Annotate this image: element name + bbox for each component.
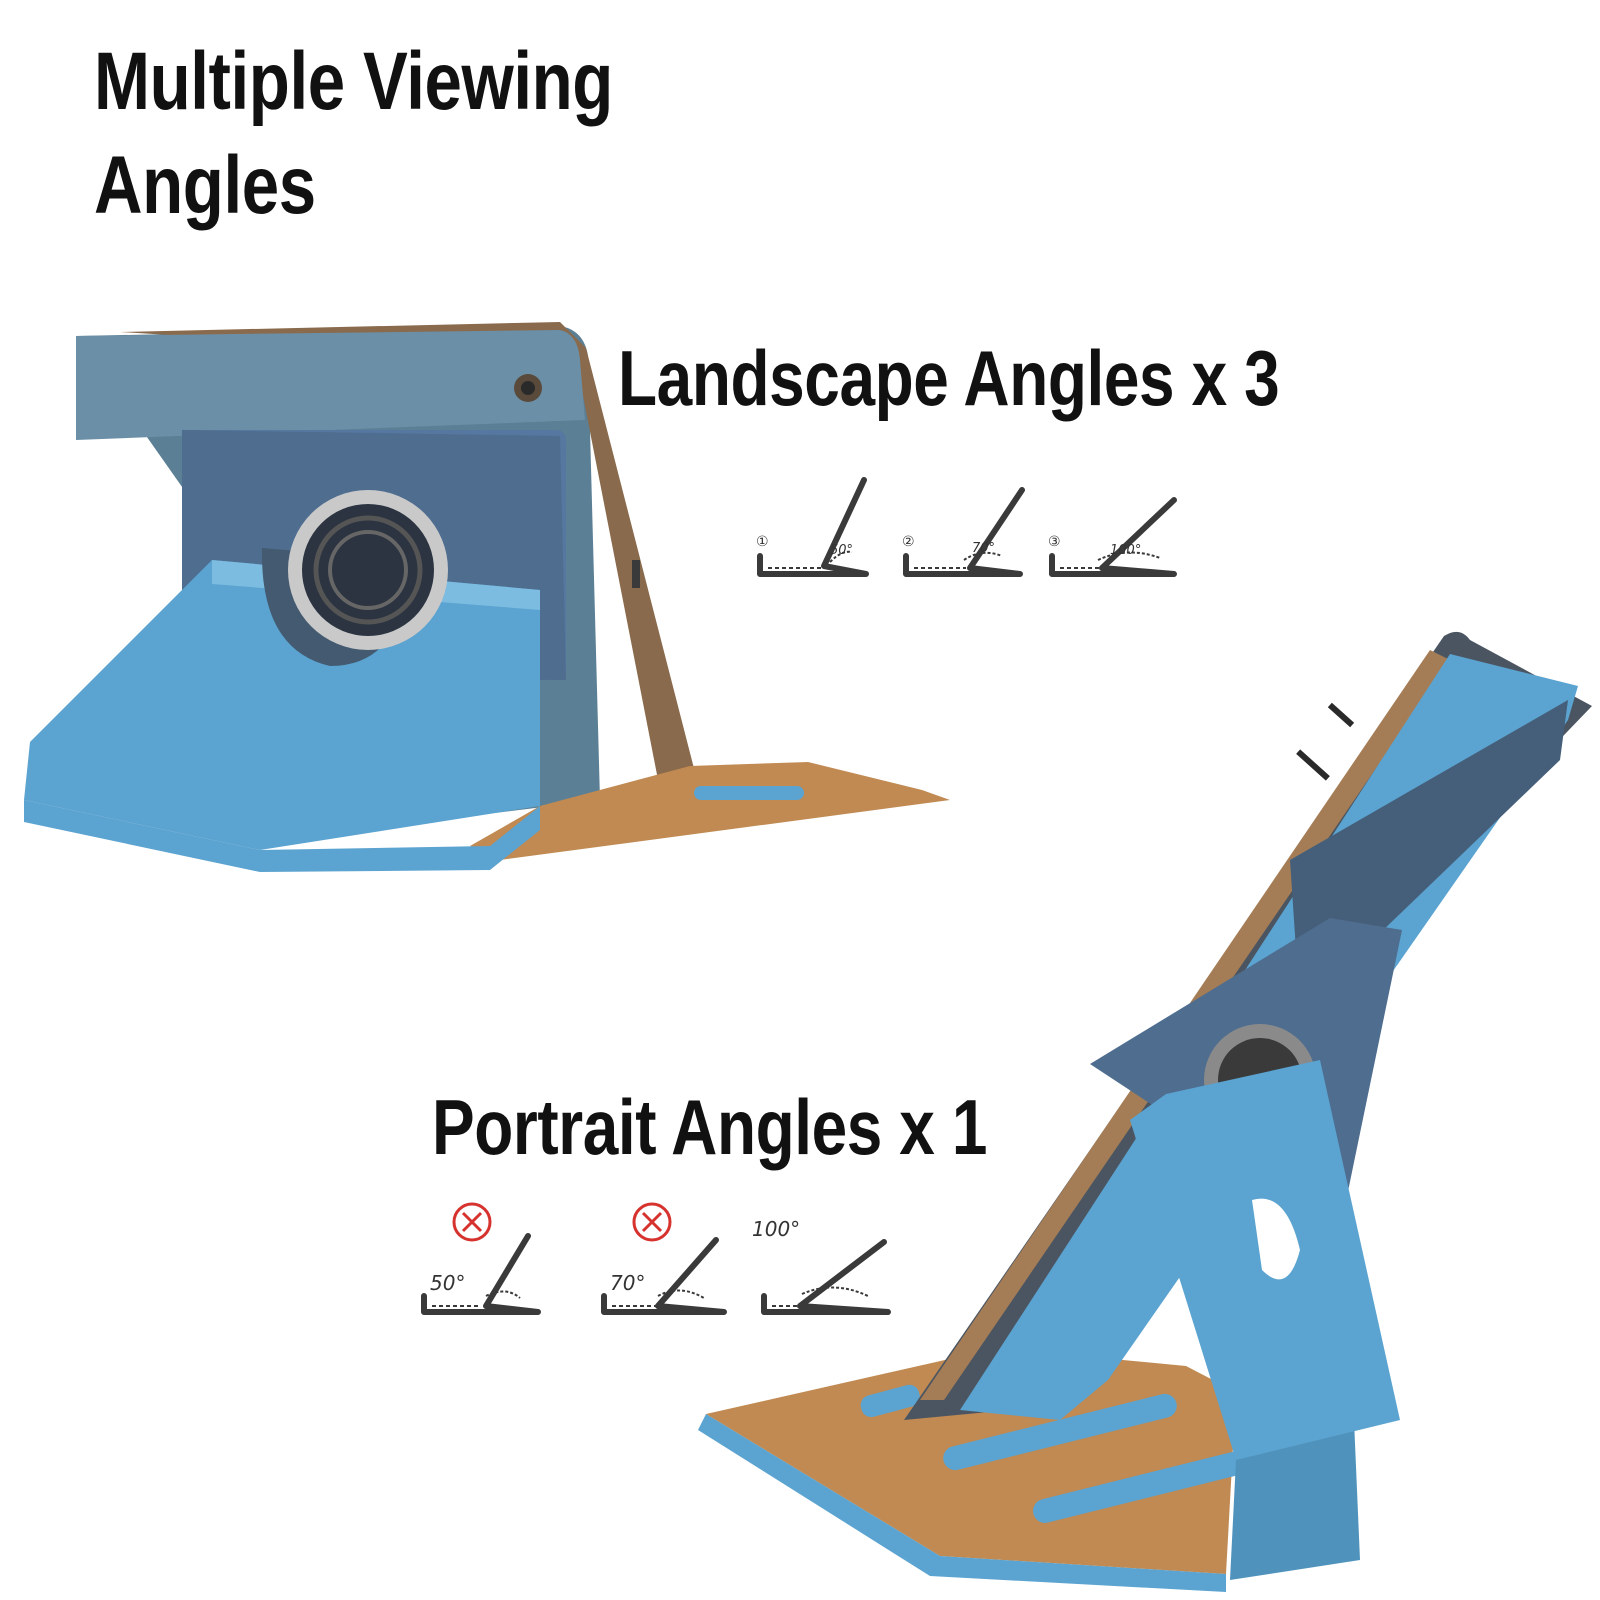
- angle-value: 100°: [1110, 543, 1141, 558]
- portrait-angle-diagram-1: 50°: [421, 1202, 541, 1315]
- angle-value: 50°: [430, 1271, 465, 1295]
- angle-value: 50°: [830, 543, 853, 558]
- landscape-angle-diagram-3: ③ 100°: [1048, 497, 1177, 577]
- page-title: Multiple Viewing Angles: [94, 30, 613, 238]
- title-line-1: Multiple Viewing: [94, 36, 613, 127]
- angle-value: 100°: [752, 1217, 800, 1241]
- angle-value: 70°: [972, 541, 995, 556]
- angle-value: 70°: [610, 1271, 645, 1295]
- x-circle-icon: [452, 1202, 492, 1242]
- landscape-heading: Landscape Angles x 3: [618, 334, 1280, 422]
- portrait-heading: Portrait Angles x 1: [432, 1083, 987, 1171]
- landscape-angle-diagram-1: ① 50°: [756, 477, 869, 577]
- title-line-2: Angles: [94, 140, 316, 231]
- x-circle-icon: [632, 1202, 672, 1242]
- landscape-angle-diagram-2: ② 70°: [902, 487, 1025, 577]
- portrait-angle-diagram-3: 100°: [752, 1217, 891, 1315]
- step-number: ②: [902, 534, 915, 550]
- step-number: ③: [1048, 534, 1061, 550]
- portrait-angle-diagram-2: 70°: [601, 1202, 727, 1315]
- step-number: ①: [756, 534, 769, 550]
